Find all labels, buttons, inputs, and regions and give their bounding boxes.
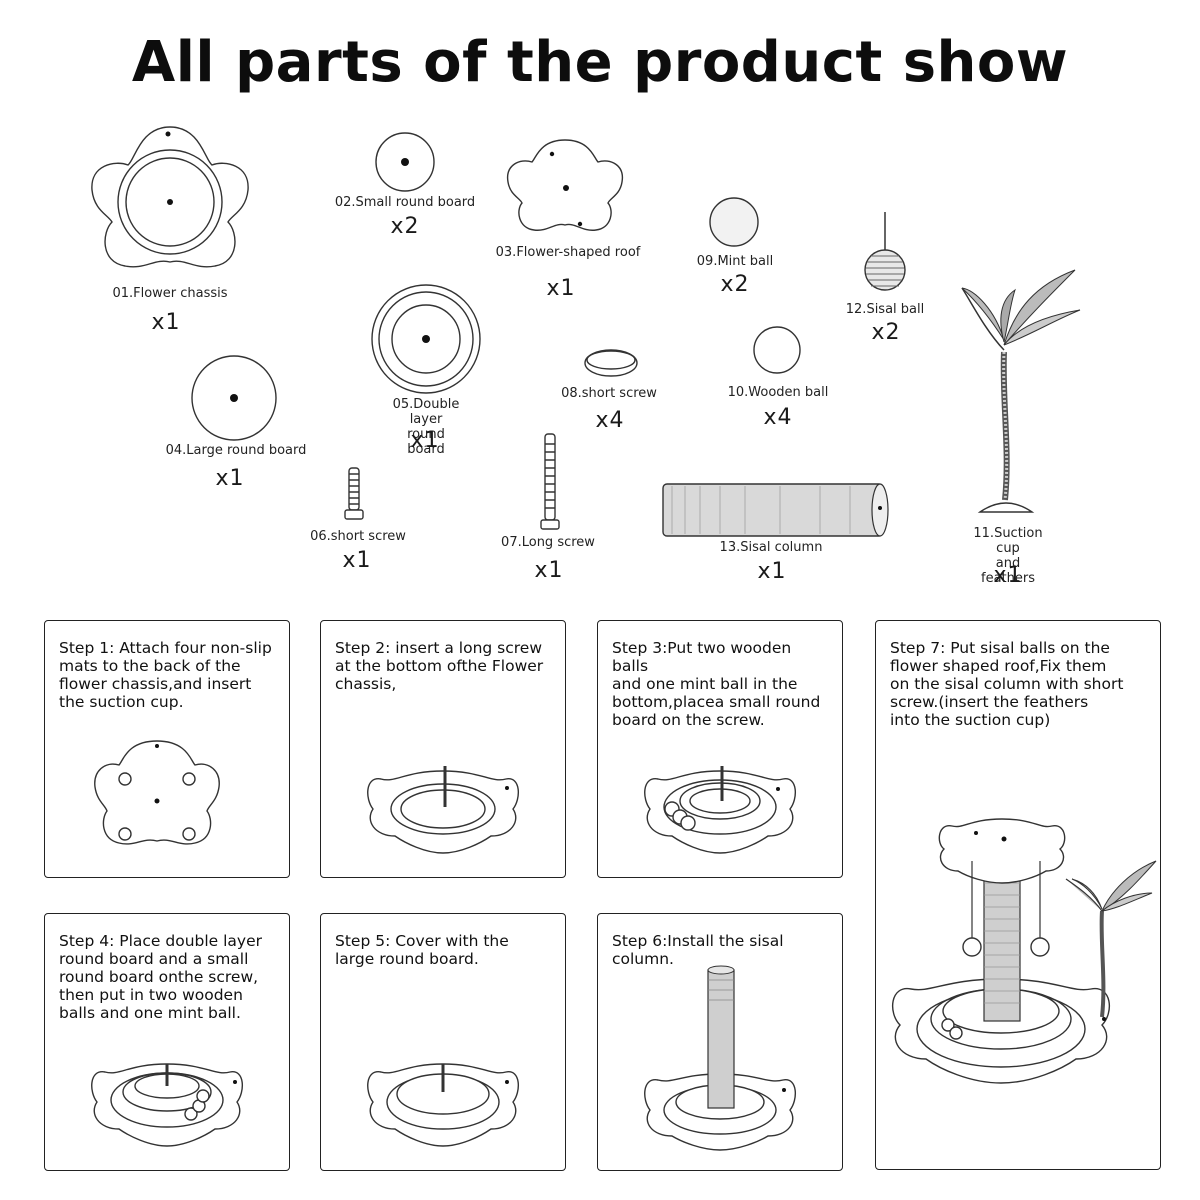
step-7-panel: Step 7: Put sisal balls on the flower sh…	[875, 620, 1161, 1170]
part-label: 01.Flower chassis	[112, 286, 228, 301]
step-1-text: Step 1: Attach four non-slip mats to the…	[59, 639, 272, 711]
step-5-text: Step 5: Cover with the large round board…	[335, 932, 509, 968]
part-quantity: x1	[546, 276, 576, 301]
step-2-text: Step 2: insert a long screw at the botto…	[335, 639, 544, 693]
step-7-text: Step 7: Put sisal balls on the flower sh…	[890, 639, 1124, 729]
part-label: 02.Small round board	[334, 195, 476, 210]
step-3-text: Step 3:Put two wooden balls and one mint…	[612, 639, 821, 729]
part-label: 04.Large round board	[165, 443, 307, 458]
part-label: 09.Mint ball	[696, 254, 774, 269]
step-7-illustration	[892, 818, 1157, 1084]
step-5-illustration	[367, 1063, 519, 1147]
step-6-panel: Step 6:Install the sisal column.	[597, 913, 843, 1171]
step-6-text: Step 6:Install the sisal column.	[612, 932, 784, 968]
step-1-illustration	[94, 740, 220, 845]
part-label: 08.short screw	[561, 386, 657, 401]
part-quantity: x1	[757, 559, 787, 584]
part-label: 12.Sisal ball	[845, 302, 925, 317]
part-label: 13.Sisal column	[719, 540, 823, 555]
step-4-illustration	[91, 1063, 243, 1147]
part-quantity: x4	[763, 405, 793, 430]
page-title: All parts of the product show	[131, 30, 1069, 95]
step-2-panel: Step 2: insert a long screw at the botto…	[320, 620, 566, 878]
step-3-illustration	[644, 766, 796, 854]
part-label: 03.Flower-shaped roof	[495, 245, 641, 260]
part-quantity: x1	[534, 558, 564, 583]
part-quantity: x2	[871, 320, 901, 345]
part-quantity: x1	[215, 466, 245, 491]
step-6-illustration	[644, 965, 796, 1151]
part-label: 10.Wooden ball	[727, 385, 829, 400]
part-quantity: x2	[390, 214, 420, 239]
step-2-illustration	[367, 766, 519, 854]
part-quantity: x1	[993, 563, 1023, 588]
part-quantity: x1	[342, 548, 372, 573]
part-quantity: x1	[151, 310, 181, 335]
part-label: 06.short screw	[310, 529, 406, 544]
step-5-panel: Step 5: Cover with the large round board…	[320, 913, 566, 1171]
part-label: 11.Suction cup and feathers	[973, 526, 1043, 586]
part-quantity: x2	[720, 272, 750, 297]
step-3-panel: Step 3:Put two wooden balls and one mint…	[597, 620, 843, 878]
part-quantity: x4	[595, 408, 625, 433]
part-quantity: x1	[410, 428, 440, 453]
step-4-text: Step 4: Place double layer round board a…	[59, 932, 263, 1022]
step-1-panel: Step 1: Attach four non-slip mats to the…	[44, 620, 290, 878]
part-label: 07.Long screw	[501, 535, 595, 550]
part-label: 05.Double layer round board	[392, 397, 460, 457]
step-4-panel: Step 4: Place double layer round board a…	[44, 913, 290, 1171]
